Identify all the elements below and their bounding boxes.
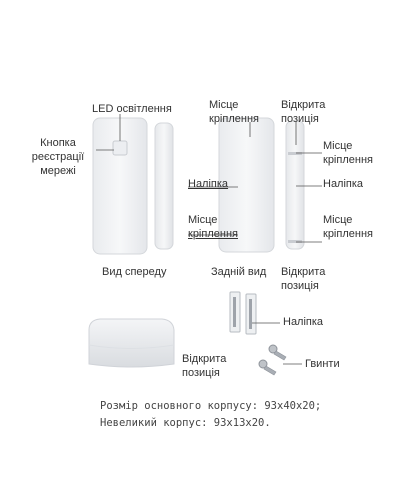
led-label: LED освітлення — [92, 103, 172, 115]
mount-place-top-label: Місце кріплення — [209, 98, 259, 126]
front-slim-body — [154, 122, 174, 250]
network-button — [112, 140, 128, 156]
mount-place-right-top-label: Місце кріплення — [323, 139, 373, 167]
open-position-bottom-label: Відкрита позиція — [182, 352, 226, 380]
mount-place-right-bottom-line1: Місце — [323, 214, 353, 226]
mount-place-right-bottom-label: Місце кріплення — [323, 213, 373, 241]
mount-place-top-line1: Місце — [209, 99, 239, 111]
open-position-top-line2: позиція — [281, 113, 319, 125]
network-button-label-line3: мережі — [40, 165, 76, 177]
mount-place-top-line2: кріплення — [209, 113, 259, 125]
sticker-left-label: Наліпка — [188, 178, 229, 190]
open-position-block — [88, 318, 175, 368]
network-button-label-line2: реєстрації — [31, 151, 85, 163]
rear-main-body — [218, 117, 275, 253]
leader-lines — [96, 114, 322, 365]
mount-place-mid-left-line2: кріплення — [188, 228, 238, 240]
network-button-label-line1: Кнопка — [40, 137, 76, 149]
sticker-small-label: Наліпка — [283, 316, 324, 328]
network-button-label: Кнопка реєстрації мережі — [22, 136, 94, 178]
spec-small-size: Невеликий корпус: 93х13х20. — [100, 417, 271, 429]
rear-slim-body — [285, 120, 305, 250]
mount-place-right-top-line2: кріплення — [323, 154, 373, 166]
open-position-top-label: Відкрита позиція — [281, 98, 325, 126]
open-position-mid-line2: позиція — [281, 280, 319, 292]
open-position-bottom-line1: Відкрита — [182, 353, 227, 365]
front-view-caption: Вид спереду — [102, 266, 167, 278]
mount-place-mid-left-label: Місце кріплення — [188, 213, 238, 241]
screws-label: Гвинти — [305, 358, 340, 370]
spec-main-size: Розмір основного корпусу: 93х40х20; — [100, 400, 322, 412]
mount-place-right-bottom-line2: кріплення — [323, 228, 373, 240]
open-position-top-line1: Відкрита — [281, 99, 326, 111]
open-position-bottom-line2: позиція — [182, 367, 220, 379]
mount-place-mid-left-line1: Місце — [188, 214, 218, 226]
mount-place-right-top-line1: Місце — [323, 140, 353, 152]
open-position-mid-label: Відкрита позиція — [281, 265, 325, 293]
screws-image — [258, 344, 287, 376]
sticker-right-label: Наліпка — [323, 178, 364, 190]
open-position-mid-line1: Відкрита — [281, 266, 326, 278]
rear-view-caption: Задній вид — [211, 266, 267, 278]
